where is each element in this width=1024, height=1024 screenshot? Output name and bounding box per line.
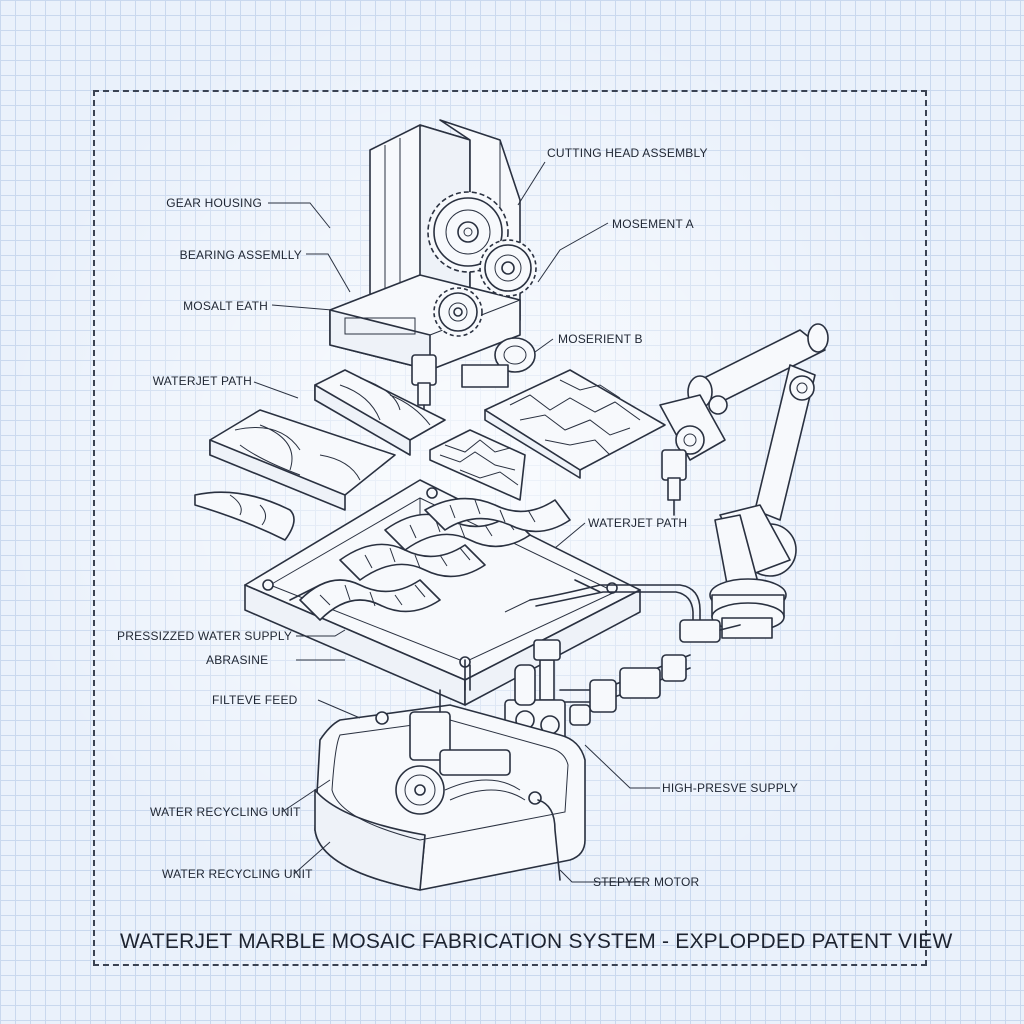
drawing-border: [93, 90, 927, 966]
label-bearing-assembly: BEARING ASSEMLLY: [179, 248, 302, 262]
gear-train: [427, 191, 537, 337]
robotic-arm: [659, 323, 829, 639]
label-filteve-feed: FILTEVE FEED: [212, 693, 298, 707]
label-water-recycling-unit-1: WATER RECYCLING UNIT: [150, 805, 301, 819]
label-water-recycling-unit-2: WATER RECYCLING UNIT: [162, 867, 313, 881]
label-high-pressure-supply: HIGH-PRESVE SUPPLY: [662, 781, 799, 795]
label-mosait-eath: MOSALT EATH: [183, 299, 268, 313]
label-waterjet-path-right: WATERJET PATH: [588, 516, 688, 530]
label-mosement-a: MOSEMENT A: [612, 217, 694, 231]
drawing-title: WATERJET MARBLE MOSAIC FABRICATION SYSTE…: [120, 930, 953, 953]
label-waterjet-path-top: WATERJET PATH: [152, 374, 252, 388]
label-pressurized-water-supply: PRESSIZZED WATER SUPPLY: [117, 629, 293, 643]
label-abrasine: ABRASINE: [206, 653, 269, 667]
label-gear-housing: GEAR HOUSING: [166, 196, 262, 210]
label-mosedient-b: MOSERIENT B: [558, 332, 643, 346]
work-table: [244, 479, 641, 706]
label-stepper-motor: STEPYER MOTOR: [593, 875, 700, 889]
label-cutting-head-assembly: CUTTING HEAD ASSEMBLY: [547, 146, 708, 160]
water-recycling-tank: [314, 689, 586, 891]
marble-pieces: [194, 369, 666, 541]
leader-lines: [253, 161, 660, 883]
